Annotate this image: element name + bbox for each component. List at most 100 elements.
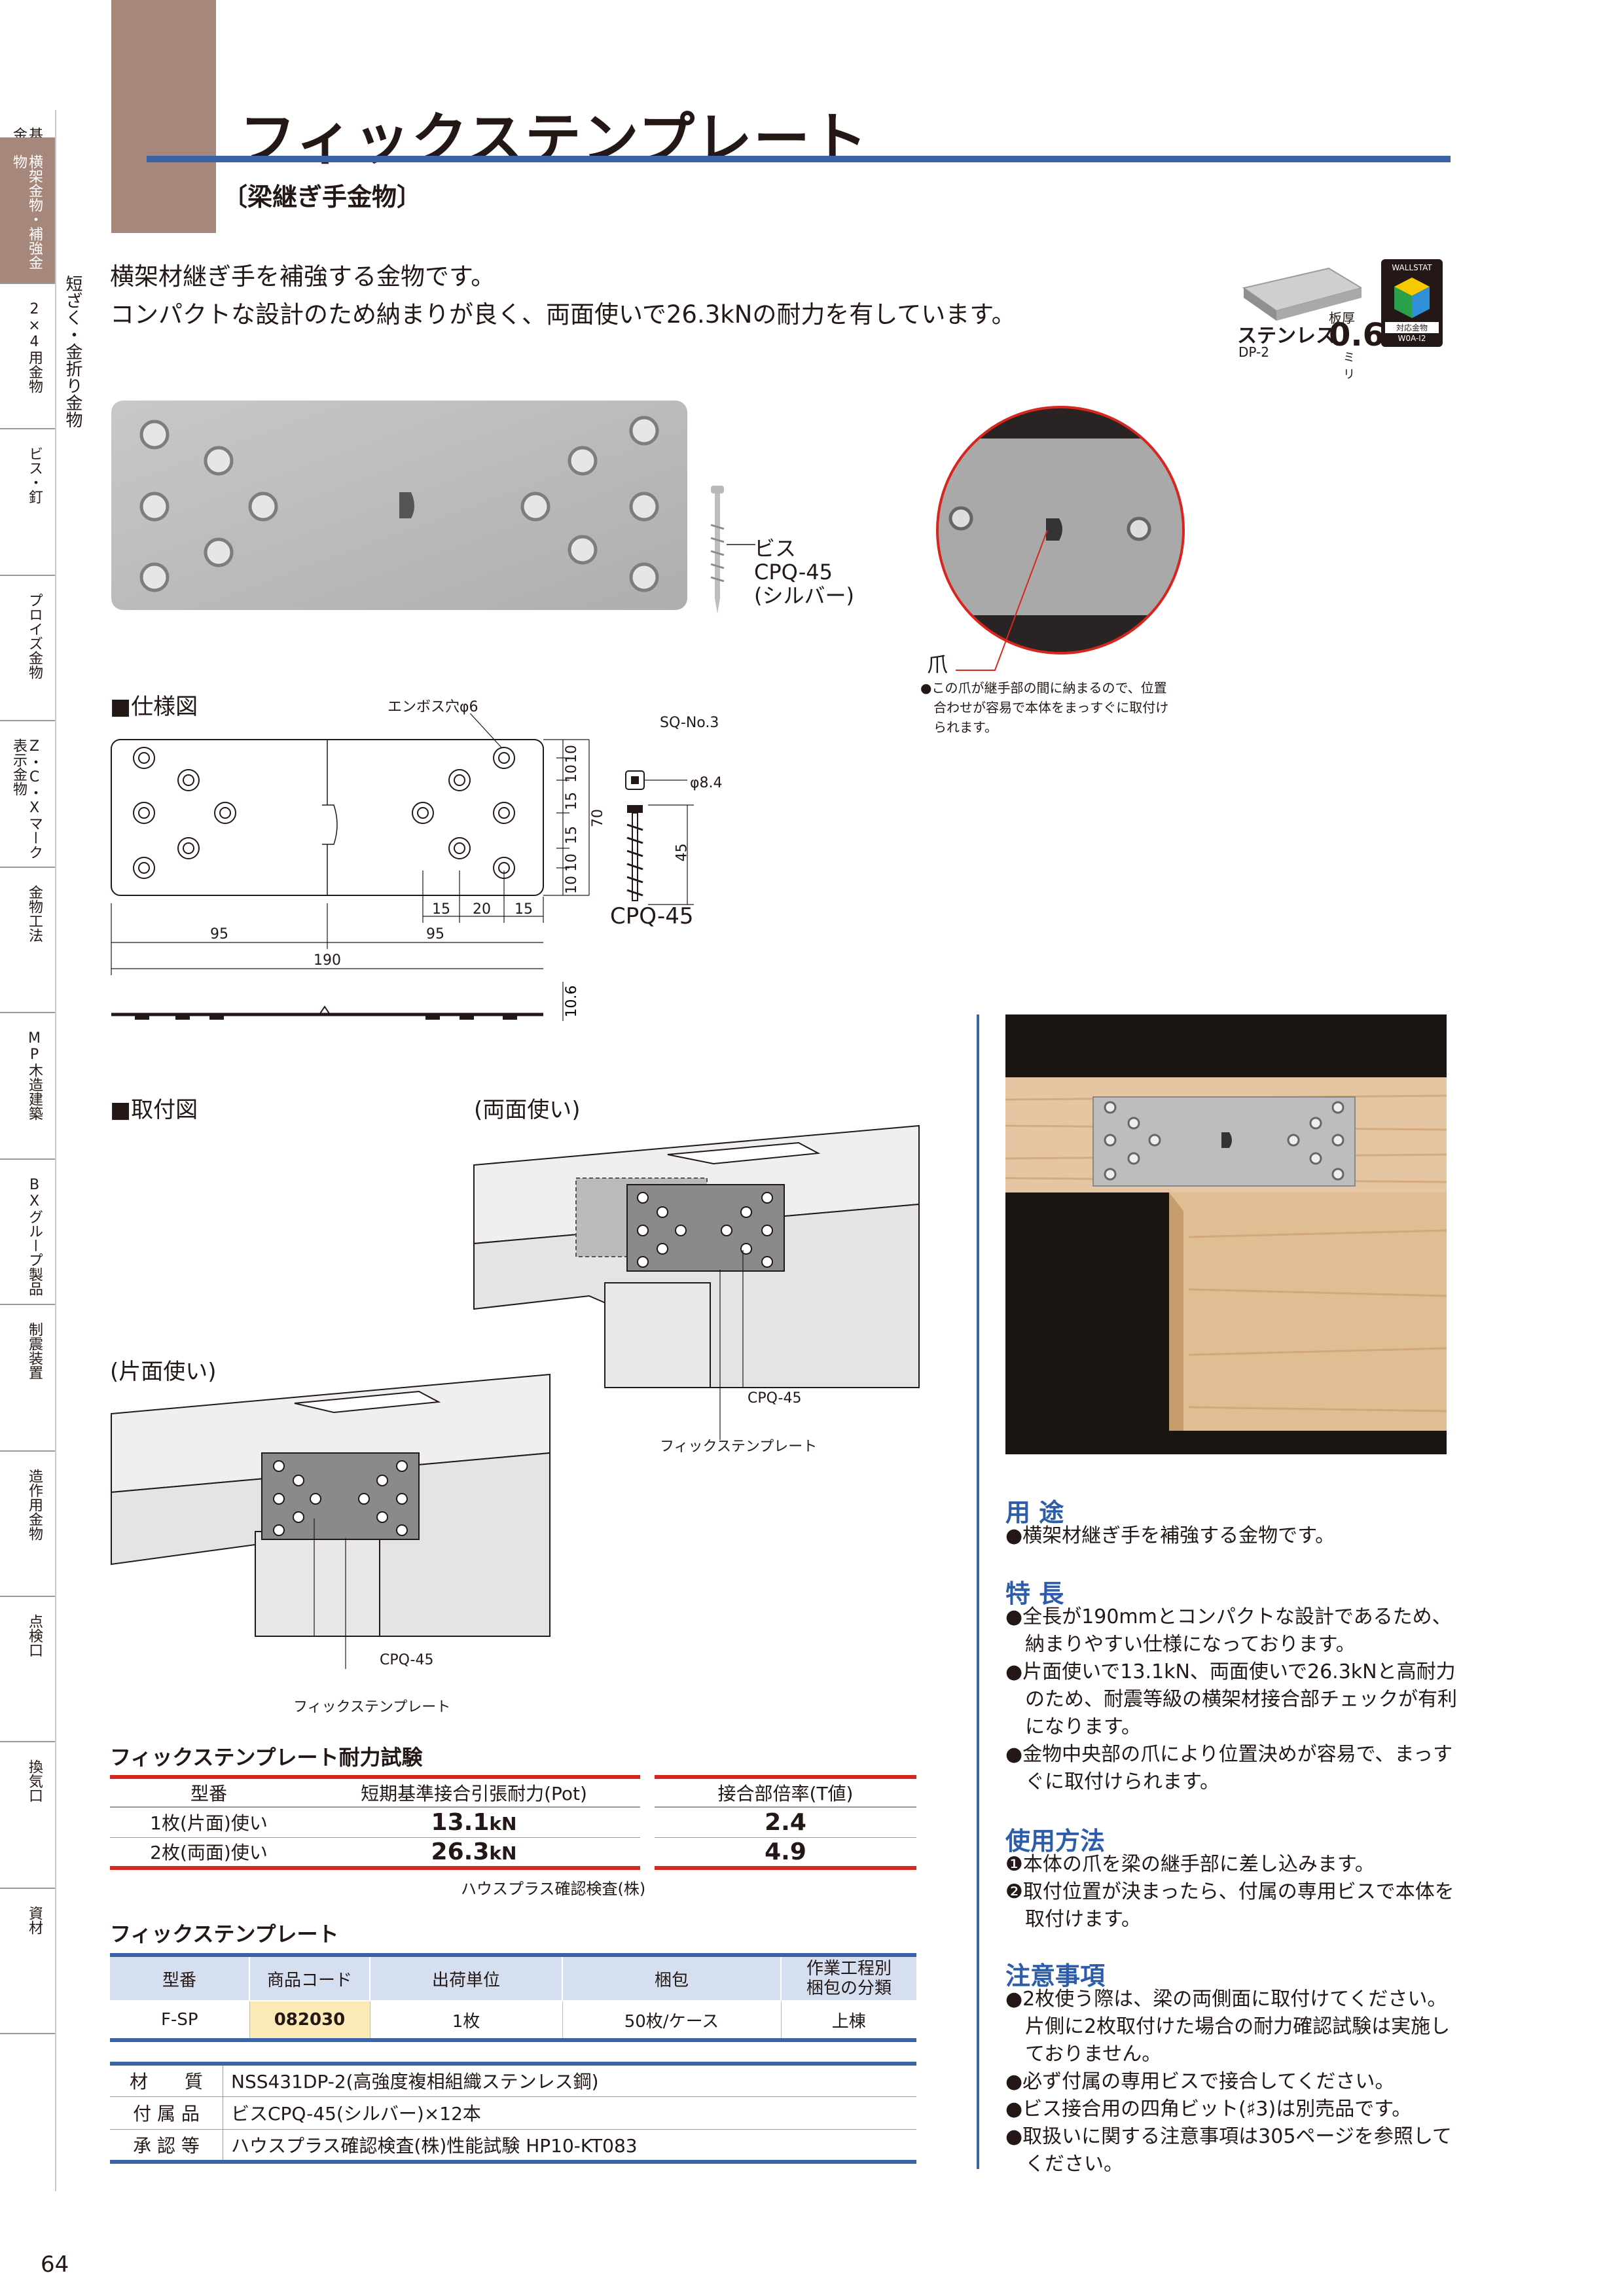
installed-photo xyxy=(1005,1014,1447,1454)
dim-v-1: 10 xyxy=(564,745,580,763)
screw-leader-line xyxy=(727,544,755,545)
side-index-tab[interactable]: 造作用金物 xyxy=(0,1452,55,1597)
dim-h-15a: 15 xyxy=(432,901,450,918)
side-index-tab[interactable]: MP木造建築 xyxy=(0,1013,55,1160)
plate-photo-graphic xyxy=(111,401,687,610)
dim-v-2: 10 xyxy=(564,764,580,783)
side-index-tab[interactable]: ビス・釘 xyxy=(0,429,55,576)
use-heading: 用 途 xyxy=(1005,1498,1064,1527)
test-table-left: 型番 短期基準接合引張耐力(Pot) 1枚(片面)使い 13.1kN 2枚(両面… xyxy=(110,1775,640,1870)
side-index-label: プロイズ金物 xyxy=(26,593,43,679)
side-index-label: Z・C・Xマーク表示金物 xyxy=(10,738,43,859)
dim-thickness: 10.6 xyxy=(564,986,580,1018)
caution-item: ●ビス接合用の四角ビット(♯3)は別売品です。 xyxy=(1005,2098,1412,2121)
claw-note-line3: られます。 xyxy=(933,719,998,735)
claw-label: 爪 xyxy=(927,652,948,677)
right-column-rule xyxy=(977,1014,979,2169)
dim-h-20: 20 xyxy=(473,901,491,918)
install-both-label: (両面使い) xyxy=(474,1097,581,1123)
install-diagram xyxy=(111,1124,920,1669)
info-k2: 付 属 品 xyxy=(110,2096,223,2129)
screw-dia-label: φ8.4 xyxy=(690,775,723,791)
side-index-tab[interactable]: 換気口 xyxy=(0,1742,55,1889)
claw-magnify-photo xyxy=(936,406,1185,655)
wallstat-id: W0A-I2 xyxy=(1398,334,1426,343)
spec-heading: ■仕様図 xyxy=(110,694,198,720)
side-index-tab[interactable]: 点検口 xyxy=(0,1597,55,1742)
p-unit: 1枚 xyxy=(370,2001,563,2040)
feature-item: ●金物中央部の爪により位置決めが容易で、まっすぐに取付けられます。 xyxy=(1005,1743,1453,1793)
pth-model: 型番 xyxy=(110,1955,250,2001)
side-index-label: 金物工法 xyxy=(26,885,43,942)
side-index-label: ビス・釘 xyxy=(26,446,43,504)
pth-cls1: 作業工程別 xyxy=(806,1959,892,1979)
side-index-label: 造作用金物 xyxy=(26,1469,43,1541)
row1-model: 1枚(片面)使い xyxy=(150,1812,268,1835)
feature-heading: 特 長 xyxy=(1005,1579,1064,1608)
dim-v-3: 15 xyxy=(564,792,580,810)
side-index-tab[interactable]: 資材 xyxy=(0,1889,55,2034)
feature-item: ●片面使いで13.1kN、両面使いで26.3kNと高耐力のため、耐震等級の横架材… xyxy=(1005,1660,1457,1738)
pth-unit: 出荷単位 xyxy=(370,1955,563,2001)
side-index-label: 2×4用金物 xyxy=(26,301,43,393)
wallstat-label: WALLSTAT xyxy=(1392,263,1432,272)
side-index-tab[interactable]: BXグループ製品 xyxy=(0,1160,55,1305)
single-plate-label: フィックステンプレート xyxy=(293,1699,451,1715)
side-index-label: 点検口 xyxy=(26,1614,43,1657)
dim-h-15b: 15 xyxy=(514,901,533,918)
side-index-tab[interactable]: 制震装置 xyxy=(0,1305,55,1452)
side-index-label: 制震装置 xyxy=(26,1322,43,1380)
caution-item: ●取扱いに関する注意事項は305ページを参照してください。 xyxy=(1005,2125,1452,2176)
caution-heading: 注意事項 xyxy=(1005,1962,1106,1990)
side-index-tab[interactable]: 2×4用金物 xyxy=(0,284,55,429)
thickness-unit: ミリ xyxy=(1343,351,1355,382)
test-table-title: フィックステンプレート耐力試験 xyxy=(110,1745,423,1770)
usage-step: ❶本体の爪を梁の継手部に差し込みます。 xyxy=(1005,1853,1375,1876)
side-index-tab[interactable]: 横架金物・補強金物 xyxy=(0,137,55,284)
p-cls: 上棟 xyxy=(831,2011,866,2032)
row2-model: 2枚(両面)使い xyxy=(150,1842,268,1863)
info-v3: ハウスプラス確認検査(株)性能試験 HP10-KT083 xyxy=(231,2134,638,2157)
sub-index-label: 短ざく・金折り金物 xyxy=(63,275,82,428)
title-underline xyxy=(147,156,1451,162)
material-label: ステンレス xyxy=(1237,325,1335,348)
use-text: ●横架材継ぎ手を補強する金物です。 xyxy=(1005,1522,1464,1550)
thickness-label: 板厚 xyxy=(1329,310,1355,326)
page-number: 64 xyxy=(41,2251,69,2278)
dim-v-total: 70 xyxy=(590,809,602,827)
install-single-label: (片面使い) xyxy=(110,1359,217,1385)
caution-item: ●2枚使う際は、梁の両側面に取付けてください。片側に2枚取付けた場合の耐力確認試… xyxy=(1005,1988,1451,2066)
side-index-label: 換気口 xyxy=(26,1759,43,1803)
intro-line-2: コンパクトな設計のため納まりが良く、両面使いで26.3kNの耐力を有しています。 xyxy=(110,300,1016,329)
wallstat-sub: 対応金物 xyxy=(1385,322,1439,333)
stainless-badge: ステンレス DP-2 板厚 0.6 ミリ xyxy=(1231,262,1384,382)
info-v1: NSS431DP-2(高強度複相組織ステンレス鋼) xyxy=(231,2071,599,2093)
th-pot: 短期基準接合引張耐力(Pot) xyxy=(361,1783,587,1804)
spec-drawing: 10 10 15 15 10 10 70 15 20 15 95 95 190 xyxy=(111,713,602,975)
screw-callout-line3: (シルバー) xyxy=(754,583,854,608)
feature-item: ●全長が190mmとコンパクトな設計であるため、納まりやすい仕様になっております… xyxy=(1005,1605,1452,1656)
info-k1: 材 質 xyxy=(110,2064,223,2096)
screw-callout-line1: ビス xyxy=(754,536,797,561)
claw-note-line2: 合わせが容易で本体をまっすぐに取付け xyxy=(933,700,1169,715)
both-plate-label: フィックステンプレート xyxy=(660,1439,818,1455)
emboss-label: エンボス穴φ6 xyxy=(388,699,478,715)
usage-heading: 使用方法 xyxy=(1005,1827,1106,1856)
side-index-tab[interactable]: 金物工法 xyxy=(0,868,55,1013)
screw-len-label: 45 xyxy=(674,843,691,862)
p-code: 082030 xyxy=(249,2001,370,2040)
side-index-tab[interactable]: Z・C・Xマーク表示金物 xyxy=(0,721,55,868)
side-index-label: 横架金物・補強金物 xyxy=(10,154,43,270)
p-model: F-SP xyxy=(110,2001,250,2040)
screw-callout-line2: CPQ-45 xyxy=(754,560,833,584)
feature-list: ●全長が190mmとコンパクトな設計であるため、納まりやすい仕様になっております… xyxy=(1005,1604,1464,1796)
screw-head-label: SQ-No.3 xyxy=(660,715,719,731)
product-table: 型番 商品コード 出荷単位 梱包 作業工程別梱包の分類 F-SP 082030 … xyxy=(110,1953,916,2042)
row2-unit: kN xyxy=(489,1842,517,1864)
row1-t: 2.4 xyxy=(765,1808,806,1836)
plate-side-profile: 10.6 xyxy=(111,982,580,1021)
product-table-title: フィックステンプレート xyxy=(110,1922,339,1946)
side-index-tab[interactable]: プロイズ金物 xyxy=(0,576,55,721)
usage-list: ❶本体の爪を梁の継手部に差し込みます。 ❷取付位置が決まったら、付属の専用ビスで… xyxy=(1005,1851,1464,1933)
